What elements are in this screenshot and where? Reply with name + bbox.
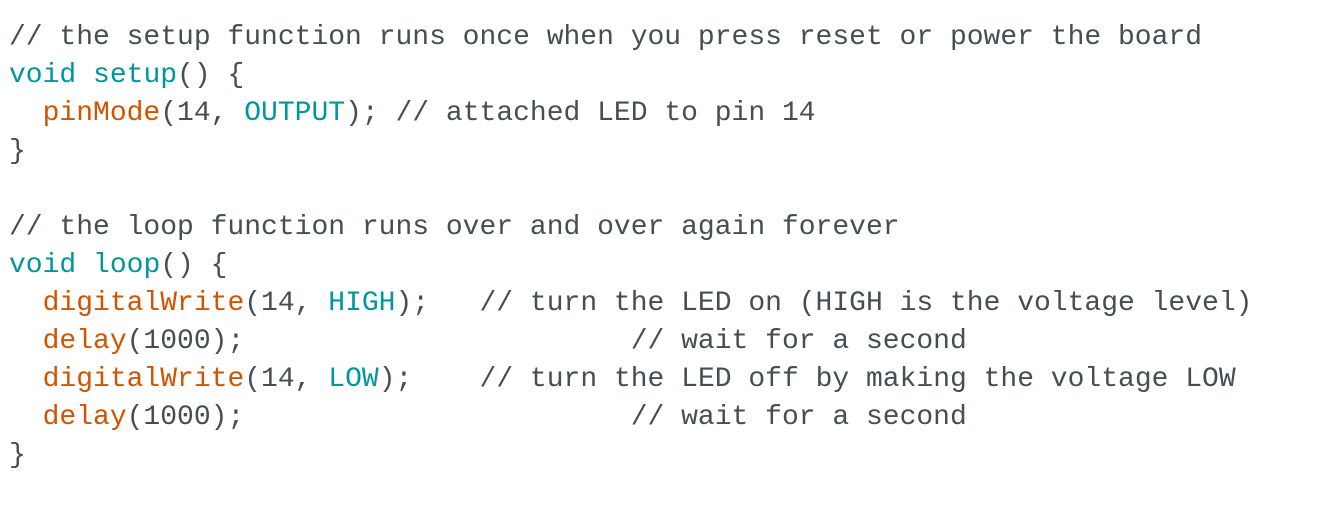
punctuation: ); xyxy=(345,98,396,129)
code-line: // the loop function runs over and over … xyxy=(9,209,1252,247)
indent xyxy=(9,364,43,395)
keyword-void: void xyxy=(9,60,77,91)
code-line: digitalWrite(14, HIGH); // turn the LED … xyxy=(9,285,1253,323)
arguments: (1000); xyxy=(126,326,631,357)
arguments: (1000); xyxy=(126,402,631,433)
code-line: delay(1000); // wait for a second xyxy=(9,399,1252,437)
arguments: (14, xyxy=(244,288,329,319)
whitespace xyxy=(76,60,93,91)
constant-output: OUTPUT xyxy=(244,98,346,129)
indent xyxy=(9,402,43,433)
closing-brace: } xyxy=(9,440,26,471)
comment: // the setup function runs once when you… xyxy=(9,22,1202,53)
comment: // wait for a second xyxy=(630,402,967,433)
comment: // the loop function runs over and over … xyxy=(9,212,900,243)
function-name-loop: loop xyxy=(93,250,161,281)
call-pinmode: pinMode xyxy=(42,98,161,129)
code-line: } xyxy=(9,437,1252,475)
call-digitalwrite: digitalWrite xyxy=(42,288,245,319)
indent xyxy=(9,98,43,129)
code-line: // the setup function runs once when you… xyxy=(9,19,1252,57)
constant-low: LOW xyxy=(328,364,379,395)
code-line: digitalWrite(14, LOW); // turn the LED o… xyxy=(9,361,1252,399)
comment: // attached LED to pin 14 xyxy=(395,98,816,129)
punctuation: ); xyxy=(378,364,480,395)
code-editor[interactable]: // the setup function runs once when you… xyxy=(9,19,1252,475)
constant-high: HIGH xyxy=(328,288,396,319)
code-line: delay(1000); // wait for a second xyxy=(9,323,1252,361)
punctuation: () { xyxy=(160,250,228,281)
code-line: } xyxy=(9,133,1252,171)
code-line: pinMode(14, OUTPUT); // attached LED to … xyxy=(9,95,1252,133)
comment: // wait for a second xyxy=(630,326,967,357)
keyword-void: void xyxy=(9,250,77,281)
whitespace xyxy=(76,250,93,281)
comment: // turn the LED off by making the voltag… xyxy=(479,364,1236,395)
arguments: (14, xyxy=(244,364,329,395)
code-line xyxy=(9,171,1252,209)
comment: // turn the LED on (HIGH is the voltage … xyxy=(479,288,1253,319)
call-delay: delay xyxy=(42,402,127,433)
arguments: (14, xyxy=(160,98,245,129)
function-name-setup: setup xyxy=(93,60,178,91)
closing-brace: } xyxy=(9,136,26,167)
code-line: void setup() { xyxy=(9,57,1252,95)
punctuation: ); xyxy=(395,288,480,319)
call-digitalwrite: digitalWrite xyxy=(42,364,245,395)
indent xyxy=(9,326,43,357)
indent xyxy=(9,288,43,319)
call-delay: delay xyxy=(42,326,127,357)
code-line: void loop() { xyxy=(9,247,1252,285)
punctuation: () { xyxy=(177,60,245,91)
